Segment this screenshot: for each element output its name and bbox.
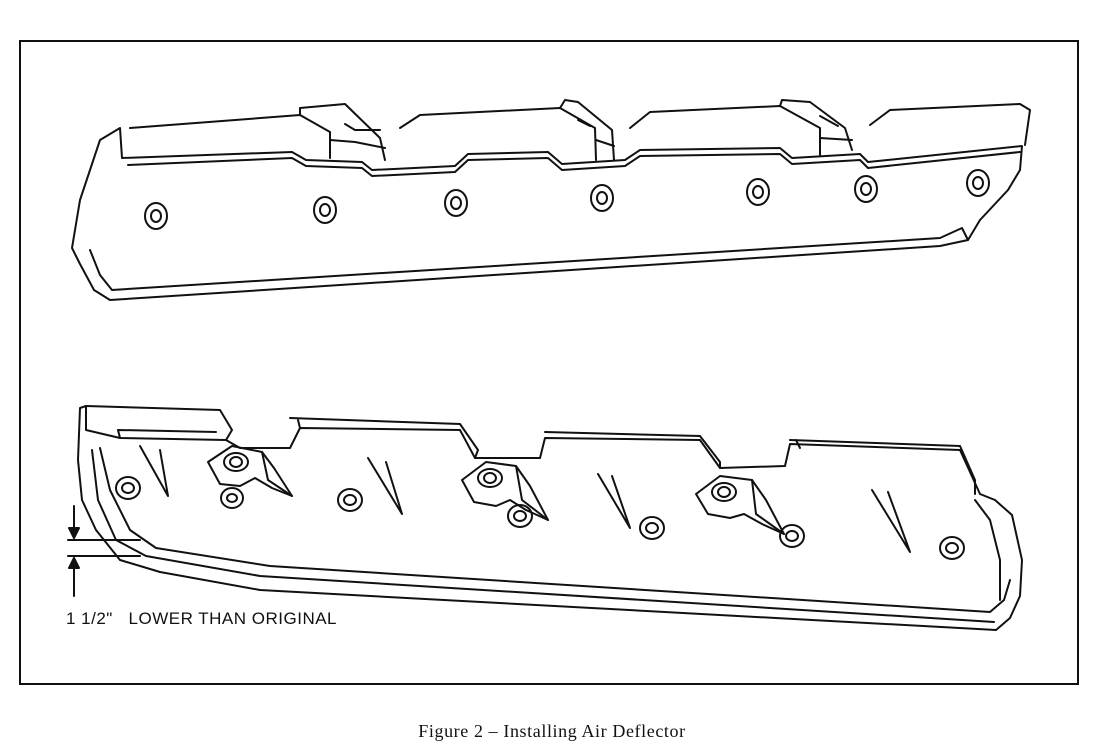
deflector-top-hole (854, 175, 878, 203)
stud-nut (639, 516, 665, 540)
stud-nut (779, 524, 805, 548)
stud-nut (939, 536, 965, 560)
rib (871, 489, 911, 553)
deflector-top (71, 99, 1031, 301)
deflector-top-hole (966, 169, 990, 197)
figure-caption: Figure 2 – Installing Air Deflector (418, 721, 686, 741)
dimension-marker (67, 505, 141, 597)
figure-frame (19, 40, 1079, 685)
deflector-top-hole (313, 196, 337, 224)
deflector-top-hole (590, 184, 614, 212)
mounting-bracket (207, 445, 293, 497)
deflector-bottom-body (77, 405, 1023, 631)
mounting-bracket (461, 461, 549, 521)
dimension-label: 1 1/2" LOWER THAN ORIGINAL (66, 609, 338, 628)
deflector-top-hole (444, 189, 468, 217)
deflector-top-body (71, 127, 1023, 301)
deflector-top-hole (144, 202, 168, 230)
stud-nut (507, 504, 533, 528)
mounting-bracket (695, 475, 785, 535)
stud-nut (220, 487, 244, 509)
deflector-bottom (77, 405, 1023, 631)
rib (367, 457, 403, 515)
rib (597, 473, 631, 529)
rib (139, 445, 169, 497)
stud-nut (337, 488, 363, 512)
deflector-top-hole (746, 178, 770, 206)
stud-nut (115, 476, 141, 500)
